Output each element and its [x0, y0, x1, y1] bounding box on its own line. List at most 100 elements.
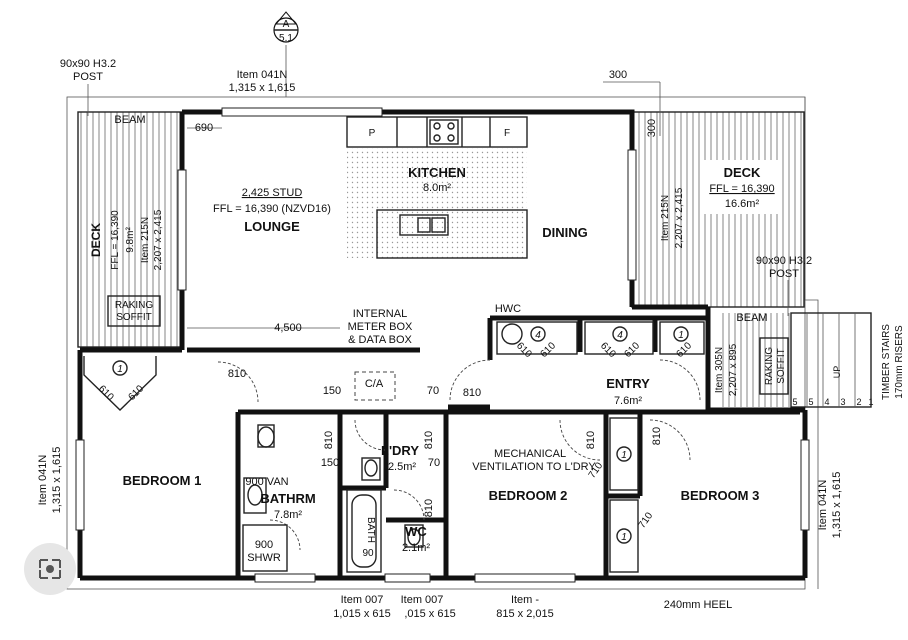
wardrobe-mark: 4: [617, 330, 623, 341]
section-marker: [273, 11, 299, 97]
item-left-window-2: 2,207 x 2,415: [153, 209, 164, 270]
kitchen-island: [376, 209, 528, 259]
dim-610-a: 610: [96, 383, 116, 403]
dim-70-a: 70: [427, 385, 439, 397]
dim-4500: 4,500: [274, 322, 302, 334]
bathroom-name: BATHRM: [260, 491, 315, 506]
kitchen-bench: [346, 116, 528, 148]
deck-left-ffl: FFL = 16,390: [110, 210, 121, 270]
lounge-name: LOUNGE: [244, 219, 300, 234]
pantry-label: P: [369, 128, 376, 139]
item-dash-1: Item -: [511, 594, 539, 606]
post-left-line2: POST: [73, 71, 103, 83]
post-right-line1: 90x90 H3.2: [756, 255, 812, 267]
entry-name: ENTRY: [606, 376, 650, 391]
ceiling-access: [354, 371, 396, 401]
raking-soffit-left-box: [107, 295, 161, 327]
shower-1: 900: [255, 539, 273, 551]
mech-vent-1: MECHANICAL: [494, 448, 566, 460]
dining-name: DINING: [542, 225, 588, 240]
item-right-window-1: Item 215N: [660, 195, 671, 241]
stair-numbers: 5 5 4 3 2 1: [792, 397, 873, 407]
item-007a-1: Item 007: [341, 594, 384, 606]
bathroom-fixtures: [242, 424, 424, 573]
deck-right-label-bg: [702, 160, 782, 214]
wardrobe-mark: 1: [678, 330, 684, 341]
wc-area: 2.1m²: [402, 542, 430, 554]
item-007b-1: Item 007: [401, 594, 444, 606]
bedroom2-name: BEDROOM 2: [489, 488, 568, 503]
dim-810-f: 810: [585, 431, 597, 449]
kitchen-name: KITCHEN: [408, 165, 466, 180]
stair-number: 5: [808, 397, 813, 407]
wardrobes: [83, 321, 705, 573]
dim-300-side: 300: [646, 119, 658, 137]
stair-number: 4: [824, 397, 829, 407]
laundry-area: 2.5m²: [388, 461, 416, 473]
roof-outline: [66, 96, 806, 590]
item-007a-2: 1,015 x 615: [333, 608, 391, 620]
dim-610-f: 610: [622, 340, 642, 360]
beam-left: BEAM: [114, 114, 145, 126]
meter-box-3: & DATA BOX: [348, 334, 412, 346]
sink-icon: [399, 214, 449, 236]
bath-label: BATH: [365, 517, 376, 543]
dim-810-e: 810: [423, 499, 435, 517]
deck-left-area: 9.8m²: [125, 227, 136, 253]
dim-610-g: 610: [674, 340, 694, 360]
stair-number: 1: [868, 397, 873, 407]
item-left-window-1: Item 215N: [140, 217, 151, 263]
dim-610-d: 610: [538, 340, 558, 360]
dim-300-top: 300: [609, 69, 627, 81]
lens-icon: [39, 559, 61, 579]
deck-left-name: DECK: [89, 223, 103, 257]
meter-box-2: METER BOX: [348, 321, 413, 333]
image-search-button[interactable]: [24, 543, 76, 595]
dim-690: 690: [195, 122, 213, 134]
bedroom1-name: BEDROOM 1: [123, 473, 202, 488]
dim-150-a: 150: [323, 385, 341, 397]
item-right-window-2: 2,207 x 2,415: [674, 187, 685, 248]
dimension-lines: [87, 81, 789, 329]
dim-90: 90: [362, 548, 374, 559]
shower-2: SHWR: [247, 552, 281, 564]
timber-stairs-2: 170mm RISERS: [894, 325, 905, 399]
stair-number: 5: [792, 397, 797, 407]
item-041n-right-2: 1,315 x 1,615: [831, 472, 843, 539]
item-305n-1: Item 305N: [714, 347, 725, 393]
timber-stairs: [720, 312, 872, 408]
dim-810-d: 810: [423, 431, 435, 449]
cooktop-icon: [429, 119, 459, 145]
item-041n-left-1: Item 041N: [37, 455, 49, 506]
meter-box-1: INTERNAL: [353, 308, 407, 320]
lounge-ffl: FFL = 16,390 (NZVD16): [213, 203, 331, 215]
dim-810-a: 810: [228, 368, 246, 380]
raking-soffit-left-2: SOFFIT: [116, 312, 152, 323]
bathroom-area: 7.8m²: [274, 509, 302, 521]
windows: [75, 107, 810, 583]
dim-710-b: 710: [637, 510, 656, 530]
stair-number: 3: [840, 397, 845, 407]
vanity-label: 900 VAN: [245, 476, 288, 488]
interior-walls: [235, 315, 800, 578]
bedroom3-name: BEDROOM 3: [681, 488, 760, 503]
post-right-line2: POST: [769, 268, 799, 280]
item-dash-2: 815 x 2,015: [496, 608, 554, 620]
wc-name: WC: [405, 524, 427, 539]
stairs-up: UP: [832, 366, 842, 379]
lounge-stud: 2,425 STUD: [242, 187, 303, 199]
heel-label: 240mm HEEL: [664, 599, 732, 611]
ca-label: C/A: [365, 378, 384, 390]
fridge-label: F: [504, 128, 510, 139]
deck-right-area: 16.6m²: [725, 198, 760, 210]
beam-right: BEAM: [736, 312, 767, 324]
section-number: 5.1: [279, 33, 293, 44]
item-305n-2: 2,207 x 895: [728, 343, 739, 396]
item-041n-right-1: Item 041N: [817, 480, 829, 531]
timber-stairs-1: TIMBER STAIRS: [881, 324, 892, 400]
section-letter: A: [283, 19, 290, 30]
hwc-label: HWC: [495, 303, 521, 315]
kitchen-area: 8.0m²: [423, 182, 451, 194]
roof-outline-right: [804, 97, 819, 589]
